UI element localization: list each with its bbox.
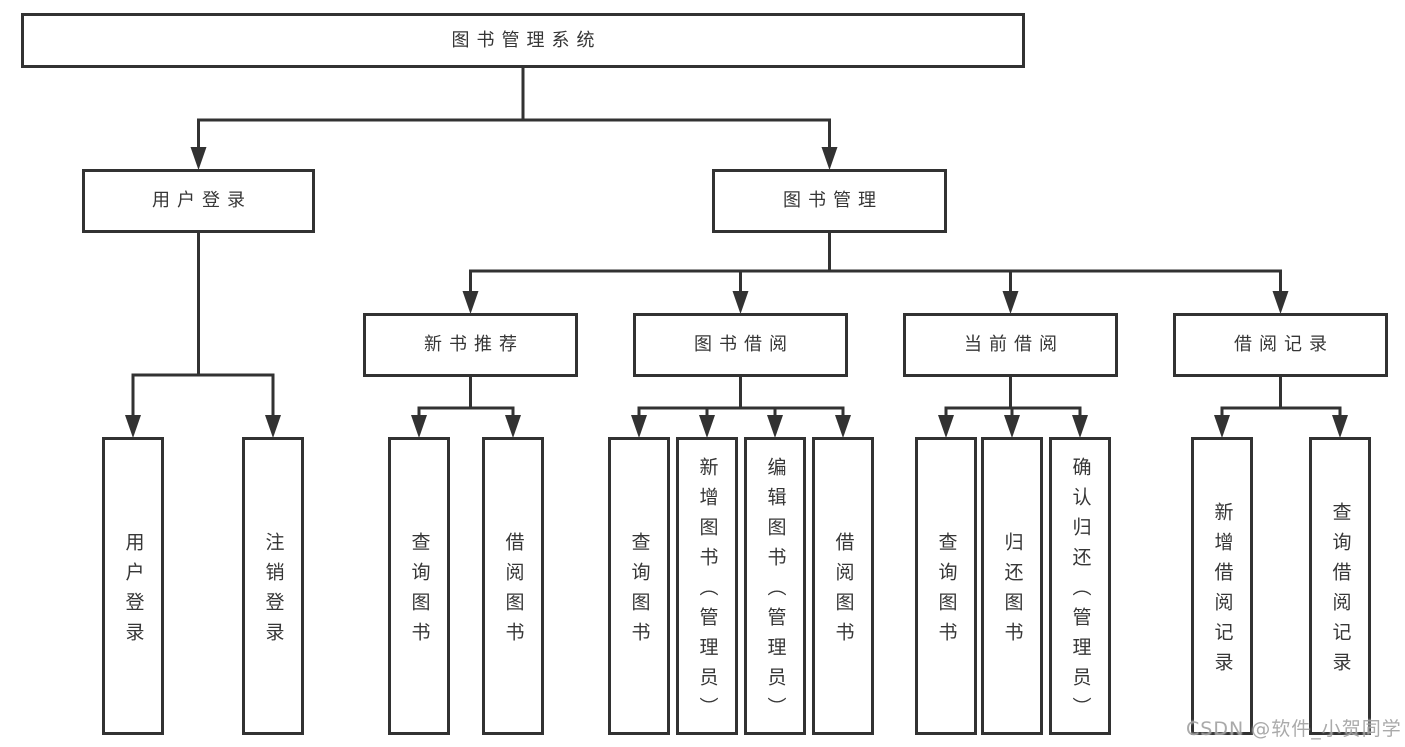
arrowhead-down-icon bbox=[699, 415, 715, 438]
node-leaf-edit-book-admin: 编辑图书（管理员） bbox=[744, 437, 806, 735]
arrowhead-down-icon bbox=[462, 291, 479, 314]
node-leaf-borrow-book-new: 借阅图书 bbox=[482, 437, 544, 735]
node-leaf-query-borrow-record: 查询借阅记录 bbox=[1309, 437, 1371, 735]
arrowhead-down-icon bbox=[1002, 291, 1019, 314]
node-leaf-query-book-current: 查询图书 bbox=[915, 437, 977, 735]
node-leaf-logout: 注销登录 bbox=[242, 437, 304, 735]
arrowhead-down-icon bbox=[767, 415, 783, 438]
node-label-new-book-recommend: 新书推荐 bbox=[424, 334, 524, 355]
node-label-leaf-add-book-admin: 新增图书（管理员） bbox=[696, 456, 719, 727]
arrowhead-down-icon bbox=[631, 415, 647, 438]
node-new-book-recommend: 新书推荐 bbox=[363, 313, 578, 377]
node-label-leaf-query-book-borrow: 查询图书 bbox=[628, 531, 651, 652]
node-book-management: 图书管理 bbox=[712, 169, 947, 233]
node-leaf-return-book: 归还图书 bbox=[981, 437, 1043, 735]
node-label-leaf-query-borrow-record: 查询借阅记录 bbox=[1329, 501, 1352, 682]
node-label-leaf-confirm-return: 确认归还（管理员） bbox=[1069, 456, 1092, 727]
node-leaf-add-borrow-record: 新增借阅记录 bbox=[1191, 437, 1253, 735]
arrowhead-down-icon bbox=[411, 415, 427, 438]
arrowhead-down-icon bbox=[1004, 415, 1020, 438]
node-label-leaf-query-book-current: 查询图书 bbox=[935, 531, 958, 652]
arrowhead-down-icon bbox=[190, 147, 207, 170]
node-label-leaf-add-borrow-record: 新增借阅记录 bbox=[1211, 501, 1234, 682]
node-book-borrowing: 图书借阅 bbox=[633, 313, 848, 377]
node-label-leaf-query-book-new: 查询图书 bbox=[408, 531, 431, 652]
node-borrowing-records: 借阅记录 bbox=[1173, 313, 1388, 377]
arrowhead-down-icon bbox=[125, 415, 141, 438]
arrowhead-down-icon bbox=[835, 415, 851, 438]
arrowhead-down-icon bbox=[1332, 415, 1348, 438]
node-label-root: 图书管理系统 bbox=[451, 29, 602, 51]
node-label-borrowing-records: 借阅记录 bbox=[1234, 334, 1334, 355]
node-user-login: 用户登录 bbox=[82, 169, 315, 233]
arrowhead-down-icon bbox=[1214, 415, 1230, 438]
node-label-leaf-borrow-book: 借阅图书 bbox=[832, 531, 855, 652]
arrowhead-down-icon bbox=[938, 415, 954, 438]
arrowhead-down-icon bbox=[1072, 415, 1088, 438]
node-leaf-borrow-book: 借阅图书 bbox=[812, 437, 874, 735]
arrowhead-down-icon bbox=[505, 415, 521, 438]
arrowhead-down-icon bbox=[1272, 291, 1289, 314]
arrowhead-down-icon bbox=[821, 147, 838, 170]
node-label-book-management: 图书管理 bbox=[783, 190, 883, 211]
node-leaf-confirm-return: 确认归还（管理员） bbox=[1049, 437, 1111, 735]
node-leaf-query-book-new: 查询图书 bbox=[388, 437, 450, 735]
node-label-leaf-user-login: 用户登录 bbox=[122, 531, 145, 652]
node-label-leaf-edit-book-admin: 编辑图书（管理员） bbox=[764, 456, 787, 727]
watermark: CSDN @软件_小贺同学 bbox=[1186, 718, 1402, 740]
arrowhead-down-icon bbox=[265, 415, 281, 438]
node-leaf-add-book-admin: 新增图书（管理员） bbox=[676, 437, 738, 735]
node-leaf-user-login: 用户登录 bbox=[102, 437, 164, 735]
node-label-book-borrowing: 图书借阅 bbox=[694, 334, 794, 355]
node-label-current-borrowing: 当前借阅 bbox=[964, 334, 1064, 355]
node-current-borrowing: 当前借阅 bbox=[903, 313, 1118, 377]
node-label-leaf-return-book: 归还图书 bbox=[1001, 531, 1024, 652]
arrowhead-down-icon bbox=[732, 291, 749, 314]
node-leaf-query-book-borrow: 查询图书 bbox=[608, 437, 670, 735]
node-label-user-login: 用户登录 bbox=[152, 190, 252, 211]
node-label-leaf-borrow-book-new: 借阅图书 bbox=[502, 531, 525, 652]
node-label-leaf-logout: 注销登录 bbox=[262, 531, 285, 652]
node-root: 图书管理系统 bbox=[21, 13, 1025, 68]
